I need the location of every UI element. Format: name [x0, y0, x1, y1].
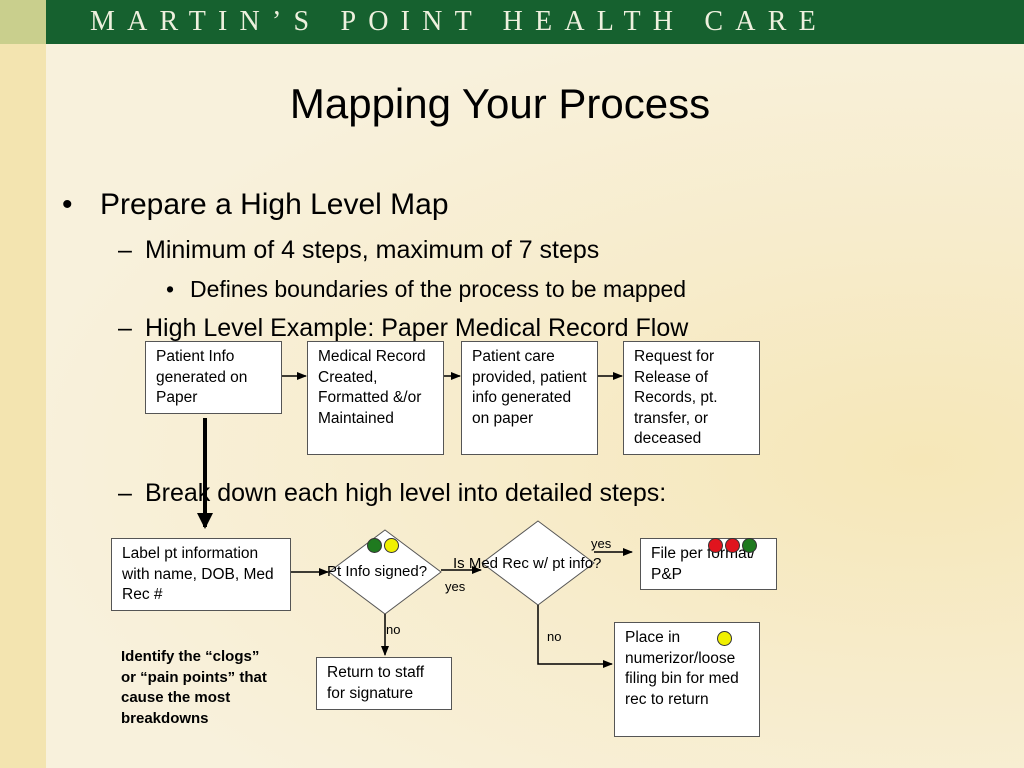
dash-marker-3: – [118, 479, 132, 507]
bullet-level3-boundaries: Defines boundaries of the process to be … [190, 276, 687, 302]
detail-label-box: Label pt information with name, DOB, Med… [111, 538, 291, 611]
hl-box-4: Request for Release of Records, pt. tran… [623, 341, 760, 455]
bullet-level2-steps: Minimum of 4 steps, maximum of 7 steps [145, 236, 600, 264]
status-dot-yellow-icon [384, 538, 399, 553]
no-label-d1: no [386, 622, 401, 637]
status-dot-green-icon [367, 538, 382, 553]
bullet-level1: Prepare a High Level Map [100, 188, 449, 221]
status-dot-red-icon [725, 538, 740, 553]
decision2-label: Is Med Rec w/ pt info? [453, 555, 602, 572]
detail-return-box: Return to staff for signature [316, 657, 452, 710]
bullet-disc-marker: • [62, 188, 73, 221]
dash-marker-2: – [118, 314, 132, 342]
bullet-level2-example: High Level Example: Paper Medical Record… [145, 314, 689, 342]
arrow-d2-to-place [537, 605, 613, 668]
header-title: MARTIN’S POINT HEALTH CARE [90, 6, 828, 37]
detail-place-box: Place in numerizor/loose filing bin for … [614, 622, 760, 737]
bullet-level2-breakdown: Break down each high level into detailed… [145, 479, 667, 507]
hl-box-1: Patient Info generated on Paper [145, 341, 282, 414]
hl-box-3: Patient care provided, patient info gene… [461, 341, 598, 455]
bullet-disc-marker-small: • [166, 276, 175, 302]
status-dot-green-icon [742, 538, 757, 553]
no-label-d2: no [547, 629, 562, 644]
status-dot-red-icon [708, 538, 723, 553]
status-dot-yellow-icon [717, 631, 732, 646]
decision1-label: Pt Info signed? [327, 563, 428, 580]
yes-label-d2: yes [591, 536, 612, 551]
left-side-bar [0, 44, 46, 768]
dash-marker-1: – [118, 236, 132, 264]
hl-box-2: Medical Record Created, Formatted &/or M… [307, 341, 444, 455]
header-accent-block [0, 0, 46, 44]
slide-title: Mapping Your Process [289, 80, 711, 127]
clogs-note: Identify the “clogs” or “pain points” th… [121, 648, 267, 727]
yes-label-d1: yes [445, 579, 466, 594]
header-bar: MARTIN’S POINT HEALTH CARE [0, 0, 1024, 44]
